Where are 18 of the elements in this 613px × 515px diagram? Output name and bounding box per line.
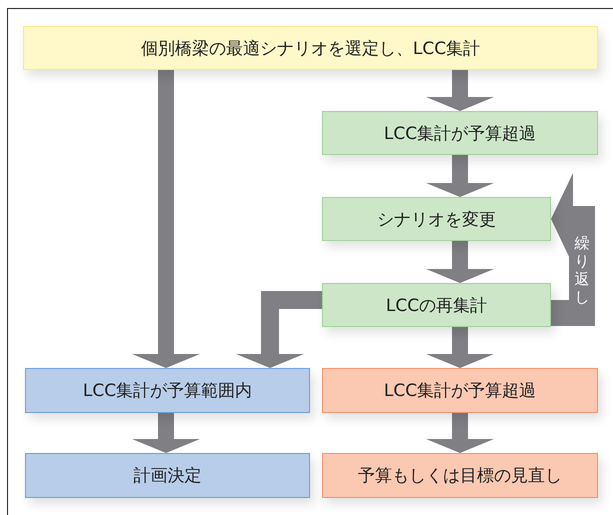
process-box: 予算もしくは目標の見直し: [322, 453, 598, 498]
process-box: LCC集計が予算超過: [322, 368, 598, 413]
block-arrow: [551, 173, 595, 326]
block-arrow: [426, 413, 494, 453]
block-arrow: [426, 155, 494, 197]
process-box: LCC集計が予算超過: [322, 111, 598, 155]
block-arrow: [236, 291, 322, 368]
block-arrow: [132, 413, 200, 453]
process-box: シナリオを変更: [322, 197, 551, 241]
process-box: 計画決定: [25, 453, 310, 498]
edge-label: 繰り返し: [574, 234, 590, 306]
block-arrow: [426, 327, 494, 368]
process-box: 個別橋梁の最適シナリオを選定し、LCC集計: [23, 26, 598, 70]
block-arrow: [426, 241, 494, 283]
process-box: LCCの再集計: [322, 283, 551, 327]
block-arrow: [132, 70, 200, 368]
process-box: LCC集計が予算範囲内: [25, 368, 310, 413]
block-arrow: [426, 70, 494, 111]
